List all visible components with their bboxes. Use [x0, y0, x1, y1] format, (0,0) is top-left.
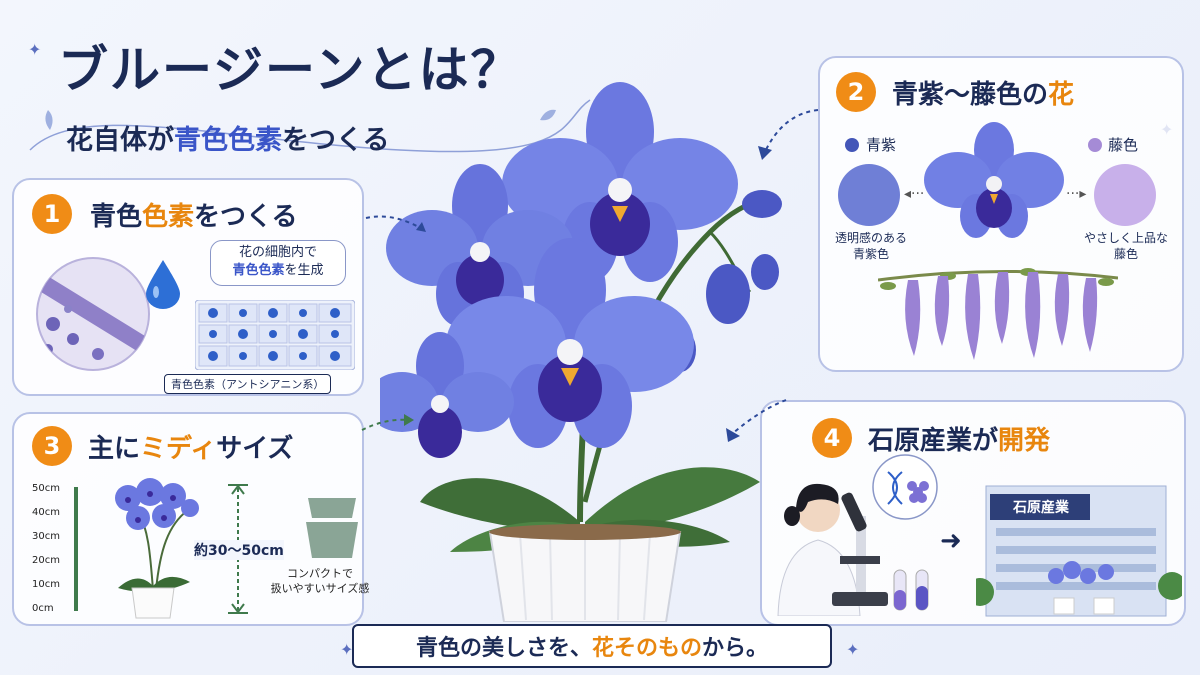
sparkle-icon: ✦: [846, 640, 860, 659]
footer-text-b: 花そのもの: [591, 636, 702, 661]
cell-closeup-illustration: [36, 257, 150, 371]
main-orchid-illustration: [380, 82, 782, 622]
pigment-caption: 青色色素（アントシアニン系）: [164, 374, 332, 394]
sparkle-icon: ✦: [340, 640, 354, 659]
section-3-title-c: サイズ: [216, 434, 294, 464]
cell-callout: 花の細胞内で 青色色素を生成: [210, 240, 346, 286]
arrow-right-icon: ···▸: [1066, 186, 1087, 202]
pot-icon: [306, 498, 358, 558]
blue-violet-desc-1: 透明感のある: [834, 231, 907, 245]
blue-violet-swatch: [838, 164, 900, 226]
section-2-title-a: 青紫〜藤色の: [892, 80, 1049, 110]
section-2-title: 青紫〜藤色の花: [892, 74, 1074, 111]
company-building-illustration: [976, 485, 1182, 617]
section-2-title-b: 花: [1048, 80, 1075, 110]
section-2-badge: 2: [836, 72, 876, 112]
pot-line-2: 扱いやすいサイズ感: [270, 581, 370, 595]
subtitle-suffix: をつくる: [282, 125, 390, 156]
pot-description: コンパクトで 扱いやすいサイズ感: [264, 567, 376, 597]
cell-grid-illustration: [195, 300, 355, 370]
subtitle-prefix: 花自体が: [66, 125, 174, 156]
section-1-badge: 1: [32, 194, 72, 234]
callout-line-1: 花の細胞内で: [238, 245, 317, 260]
arrow-left-icon: ◂···: [904, 186, 925, 202]
height-range-label: 約30〜50cm: [194, 540, 284, 560]
tick-label: 50cm: [32, 483, 60, 494]
tick-label: 40cm: [32, 507, 60, 518]
microscope-icon: [832, 492, 888, 606]
section-3-title-b: ミディ: [140, 434, 217, 464]
scale-bar: [74, 487, 78, 611]
sparkle-icon: ✦: [28, 40, 42, 59]
height-arrow-icon: [228, 484, 248, 614]
section-1-title: 青色色素をつくる: [90, 196, 298, 233]
page-subtitle: 花自体が青色色素をつくる: [66, 118, 389, 157]
wisteria-description: やさしく上品な 藤色: [1076, 230, 1176, 262]
dashed-arrow-icon: [758, 109, 819, 160]
footer-banner: 青色の美しさを、花そのものから。: [352, 624, 832, 668]
page-title-text: ブルージーンとは？: [58, 41, 523, 99]
callout-highlight: 青色色素: [232, 263, 285, 279]
tick-label: 0cm: [32, 603, 54, 614]
page-title: ブルージーンとは？: [58, 30, 523, 102]
footer-text-c: から。: [702, 636, 769, 661]
section-4-badge: 4: [812, 418, 852, 458]
blue-violet-desc-2: 青紫色: [852, 247, 889, 262]
forward-arrow-icon: ➜: [940, 526, 962, 556]
section-1-title-b: 色素: [142, 202, 195, 232]
callout-rest: を生成: [284, 263, 324, 279]
wisteria-dot-icon: [1088, 138, 1102, 152]
building-sign: 石原産業: [1013, 500, 1069, 516]
section-1-title-a: 青色: [90, 202, 143, 232]
mini-orchid-illustration: [115, 478, 199, 619]
wisteria-desc-1: やさしく上品な: [1083, 231, 1168, 245]
wisteria-swatch: [1094, 164, 1156, 226]
section-4-title-a: 石原産業が: [868, 426, 999, 456]
height-scale: 50cm 40cm 30cm 20cm 10cm 0cm: [32, 483, 92, 614]
test-tubes-icon: [893, 569, 929, 611]
footer-text-a: 青色の美しさを、: [415, 636, 592, 661]
section-3-badge: 3: [32, 426, 72, 466]
dna-bubble-icon: [872, 454, 938, 520]
wisteria-illustration: [878, 268, 1118, 360]
section-3-title-a: 主に: [88, 434, 141, 464]
blue-violet-description: 透明感のある 青紫色: [826, 230, 916, 262]
section-1-title-c: をつくる: [194, 202, 298, 232]
wisteria-name: 藤色: [1108, 136, 1139, 154]
decorative-vine-icon: [29, 99, 591, 153]
subtitle-highlight: 青色色素: [174, 125, 282, 156]
callout-line-2: 青色色素を生成: [211, 262, 345, 280]
section-4-title: 石原産業が開発: [868, 420, 1050, 457]
section-3-title: 主にミディサイズ: [88, 428, 293, 465]
dashed-arrow-icon: [365, 215, 426, 232]
pot-line-1: コンパクトで: [287, 567, 353, 580]
tick-label: 10cm: [32, 579, 60, 590]
pigment-caption-text: 青色色素（アントシアニン系）: [171, 378, 325, 391]
wisteria-desc-2: 藤色: [1113, 247, 1138, 262]
dashed-arrow-icon: [726, 399, 787, 442]
dashed-arrow-icon: [361, 414, 414, 431]
section-4-title-b: 開発: [998, 426, 1051, 456]
blue-violet-dot-icon: [845, 138, 859, 152]
tick-label: 30cm: [32, 531, 60, 542]
water-drop-icon: [146, 260, 180, 309]
blue-violet-name: 青紫: [866, 136, 897, 154]
single-orchid-flower-illustration: [924, 122, 1064, 238]
tick-label: 20cm: [32, 555, 60, 566]
